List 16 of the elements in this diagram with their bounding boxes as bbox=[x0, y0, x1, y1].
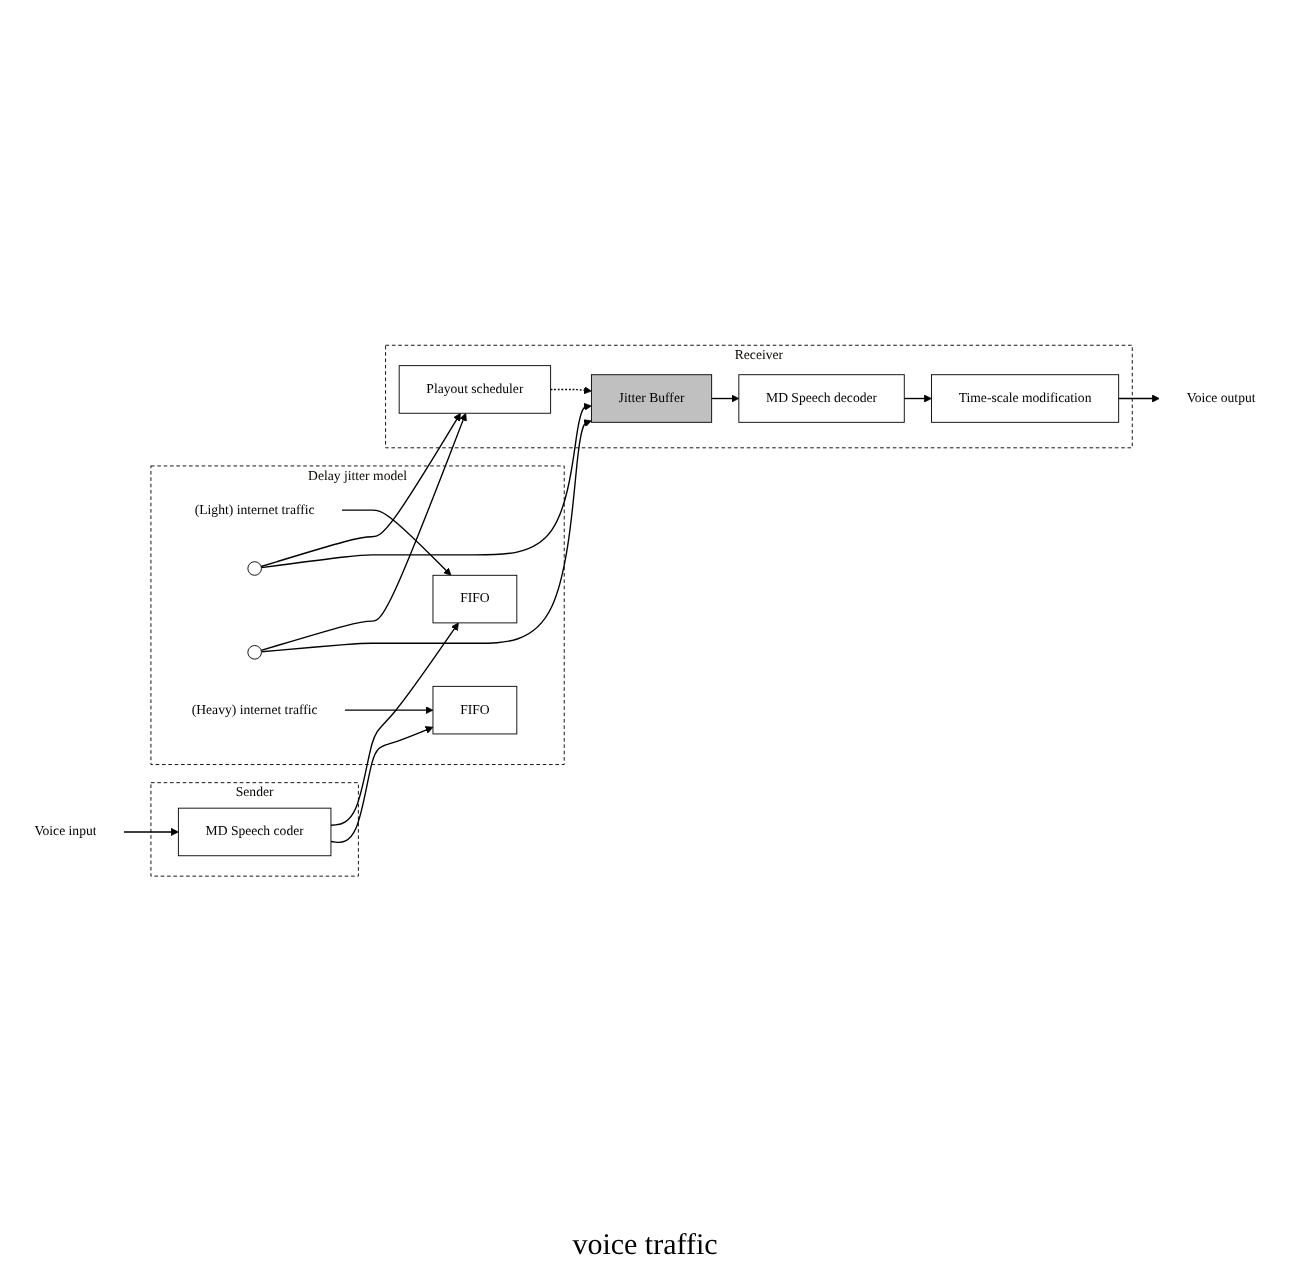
arrow bbox=[341, 509, 452, 576]
arrow bbox=[260, 413, 467, 652]
arrow bbox=[260, 413, 461, 568]
arrow bbox=[344, 706, 434, 715]
arrow bbox=[330, 726, 434, 844]
arrow bbox=[330, 622, 459, 827]
arrow bbox=[710, 394, 740, 403]
arrow bbox=[260, 419, 592, 653]
arrow bbox=[549, 386, 592, 395]
arrow bbox=[1118, 394, 1160, 403]
node-circle bbox=[247, 645, 262, 660]
arrow bbox=[123, 828, 179, 837]
node-circle bbox=[247, 561, 262, 577]
arrow bbox=[903, 394, 932, 403]
arrow bbox=[260, 403, 592, 569]
note-text: voice traffic bbox=[572, 1230, 718, 1262]
